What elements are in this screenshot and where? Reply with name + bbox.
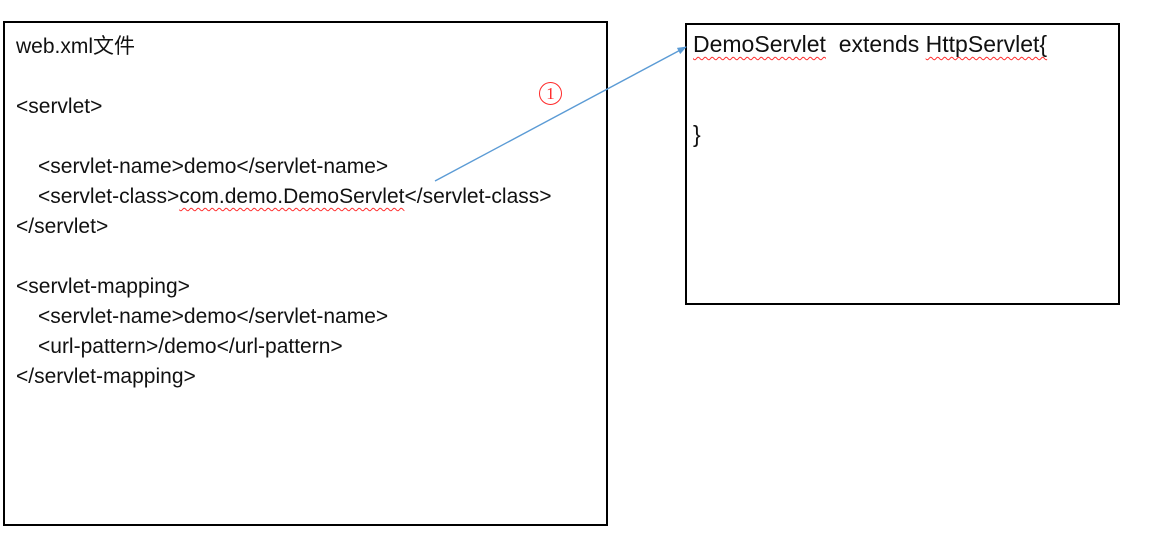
- web-xml-box: web.xml文件 <servlet> <servlet-name>demo</…: [3, 21, 608, 526]
- code-line-mapping-servlet-name: <servlet-name>demo</servlet-name>: [38, 305, 389, 328]
- servlet-class-close-tag: </servlet-class>: [404, 185, 552, 208]
- closing-brace: }: [693, 121, 701, 147]
- blank-line: [16, 62, 596, 92]
- servlet-class-value: com.demo.DemoServlet: [179, 185, 405, 208]
- extends-keyword: extends: [825, 31, 926, 57]
- code-line-url-pattern: <url-pattern>/demo</url-pattern>: [38, 335, 343, 358]
- class-declaration-line: DemoServlet extends HttpServlet{: [693, 29, 1112, 59]
- code-line-servlet-class: <servlet-class>com.demo.DemoServlet</ser…: [16, 182, 596, 212]
- blank-line: [693, 59, 1112, 89]
- servlet-class-open-tag: <servlet-class>: [38, 185, 180, 208]
- code-line-mapping-open: <servlet-mapping>: [16, 275, 190, 298]
- code-line-mapping-close: </servlet-mapping>: [16, 365, 196, 388]
- code-line-servlet-open: <servlet>: [16, 95, 103, 118]
- class-name: DemoServlet: [693, 31, 826, 57]
- java-class-box: DemoServlet extends HttpServlet{ }: [685, 23, 1120, 305]
- blank-line: [16, 242, 596, 272]
- superclass-name: HttpServlet{: [925, 31, 1048, 57]
- blank-line: [16, 122, 596, 152]
- web-xml-title: web.xml文件: [16, 35, 136, 58]
- step-number: 1: [546, 84, 555, 103]
- code-line-servlet-close: </servlet>: [16, 215, 109, 238]
- step-1-badge: 1: [539, 82, 562, 105]
- blank-line: [693, 89, 1112, 119]
- code-line-servlet-name: <servlet-name>demo</servlet-name>: [38, 155, 389, 178]
